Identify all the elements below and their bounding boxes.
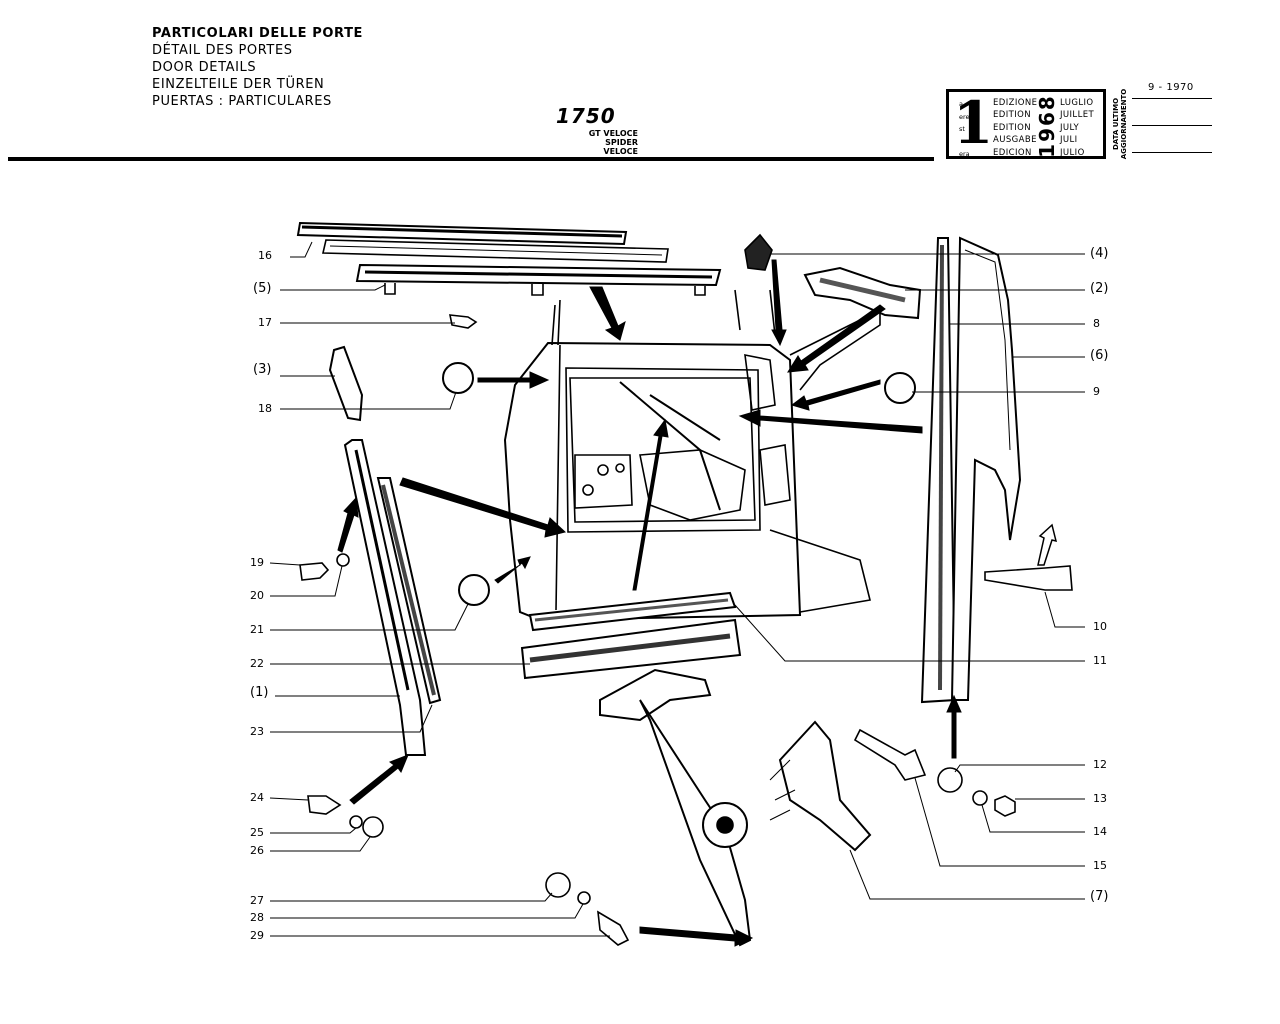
header-rule <box>8 157 934 161</box>
callout-13: 13 <box>1093 792 1107 805</box>
door-panel <box>503 289 881 622</box>
edition-words: EDIZIONE EDITION EDITION AUSGABE EDICION <box>993 97 1037 159</box>
edition-months: LUGLIO JUILLET JULY JULI JULIO <box>1060 97 1094 159</box>
title-line-de: EINZELTEILE DER TÜREN <box>152 77 325 92</box>
callout-11: 11 <box>1093 654 1107 667</box>
month-en: JULY <box>1060 122 1080 133</box>
callout-9: 9 <box>1093 385 1100 398</box>
callout-29: 29 <box>250 929 264 942</box>
washer-12 <box>937 767 963 793</box>
washer-25 <box>349 815 363 829</box>
edition-word-es: EDICION <box>993 147 1032 158</box>
callout-5: (5) <box>253 281 272 296</box>
callout-8: 8 <box>1093 317 1100 330</box>
seal-11 <box>528 591 737 632</box>
bolt-19 <box>299 562 330 581</box>
washer-14 <box>972 790 988 806</box>
channel-23 <box>376 477 442 705</box>
plug-18 <box>442 362 474 394</box>
edition-word-de: AUSGABE <box>993 135 1037 146</box>
model-number: 1750 <box>556 104 616 128</box>
month-es: JULIO <box>1060 147 1085 158</box>
callout-3: (3) <box>253 362 272 377</box>
title-line-es: PUERTAS : PARTICULARES <box>152 94 332 109</box>
washer-28 <box>577 891 591 905</box>
edition-box: 1 a ere st era EDIZIONE EDITION EDITION … <box>946 89 1106 159</box>
model-variants: GT VELOCE SPIDER VELOCE <box>572 129 638 156</box>
callout-1: (1) <box>250 685 269 700</box>
callout-15: 15 <box>1093 859 1107 872</box>
door-frame-1 <box>343 439 427 756</box>
variant-spider: SPIDER VELOCE <box>603 138 638 156</box>
callout-12: 12 <box>1093 758 1107 771</box>
edition-ordinals: a ere st era <box>959 98 970 161</box>
ordinal-es: era <box>959 150 970 158</box>
screw-17 <box>449 314 478 329</box>
edition-word-en: EDITION <box>993 122 1031 133</box>
seal-22 <box>520 618 742 680</box>
callout-26: 26 <box>250 844 264 857</box>
callout-2: (2) <box>1090 281 1109 296</box>
window-regulator-7 <box>599 668 872 947</box>
title-line-en: DOOR DETAILS <box>152 60 257 75</box>
callout-25: 25 <box>250 826 264 839</box>
washer-26 <box>362 816 384 838</box>
variant-gt: GT VELOCE <box>588 129 638 138</box>
edition-word-fr: EDITION <box>993 110 1031 121</box>
ordinal-fr: ere <box>959 112 970 121</box>
callout-23: 23 <box>250 725 264 738</box>
callout-22: 22 <box>250 657 264 670</box>
bolt-24 <box>307 795 342 815</box>
callout-16: 16 <box>258 249 272 262</box>
title-line-it: PARTICOLARI DELLE PORTE <box>152 26 364 41</box>
update-line-2 <box>1132 125 1212 126</box>
stud-15 <box>853 728 927 781</box>
washer-27 <box>545 872 571 898</box>
channel-8 <box>920 237 957 704</box>
plug-9 <box>884 372 916 404</box>
edition-number: 1 <box>953 89 994 157</box>
callout-14: 14 <box>1093 825 1107 838</box>
quarter-vent-4 <box>744 233 773 271</box>
window-rail-5 <box>355 263 722 296</box>
month-fr: JUILLET <box>1060 110 1095 121</box>
callout-6: (6) <box>1090 348 1109 363</box>
ordinal-en: st <box>959 125 965 133</box>
callout-7: (7) <box>1090 889 1109 904</box>
washer-20 <box>336 553 350 567</box>
update-line-3 <box>1132 152 1212 153</box>
callout-19: 19 <box>250 556 264 569</box>
month-it: LUGLIO <box>1060 98 1094 108</box>
callout-27: 27 <box>250 894 264 907</box>
assembly-arrows <box>337 259 1058 947</box>
top-moulding-16 <box>296 221 669 263</box>
callout-28: 28 <box>250 911 264 924</box>
window-frame-6 <box>950 236 1022 701</box>
stud-10 <box>984 565 1073 591</box>
vent-frame-2 <box>803 266 922 320</box>
callout-20: 20 <box>250 589 264 602</box>
callout-17: 17 <box>258 316 272 329</box>
callout-4: (4) <box>1090 246 1109 261</box>
update-date: 9 - 1970 <box>1148 82 1194 93</box>
title-block: PARTICOLARI DELLE PORTE DÉTAIL DES PORTE… <box>152 25 363 110</box>
callout-24: 24 <box>250 791 264 804</box>
callout-18: 18 <box>258 402 272 415</box>
leader-lines <box>269 241 1085 937</box>
update-line-1 <box>1132 98 1212 99</box>
edition-word-it: EDIZIONE <box>993 98 1038 108</box>
nut-13 <box>994 795 1016 817</box>
month-de: JULI <box>1060 135 1078 146</box>
plug-21 <box>458 574 490 606</box>
guide-3 <box>328 345 364 422</box>
bolt-29 <box>597 910 630 946</box>
ordinal-it: a <box>959 100 963 108</box>
callout-21: 21 <box>250 623 264 636</box>
title-line-fr: DÉTAIL DES PORTES <box>152 43 293 58</box>
callout-10: 10 <box>1093 620 1107 633</box>
